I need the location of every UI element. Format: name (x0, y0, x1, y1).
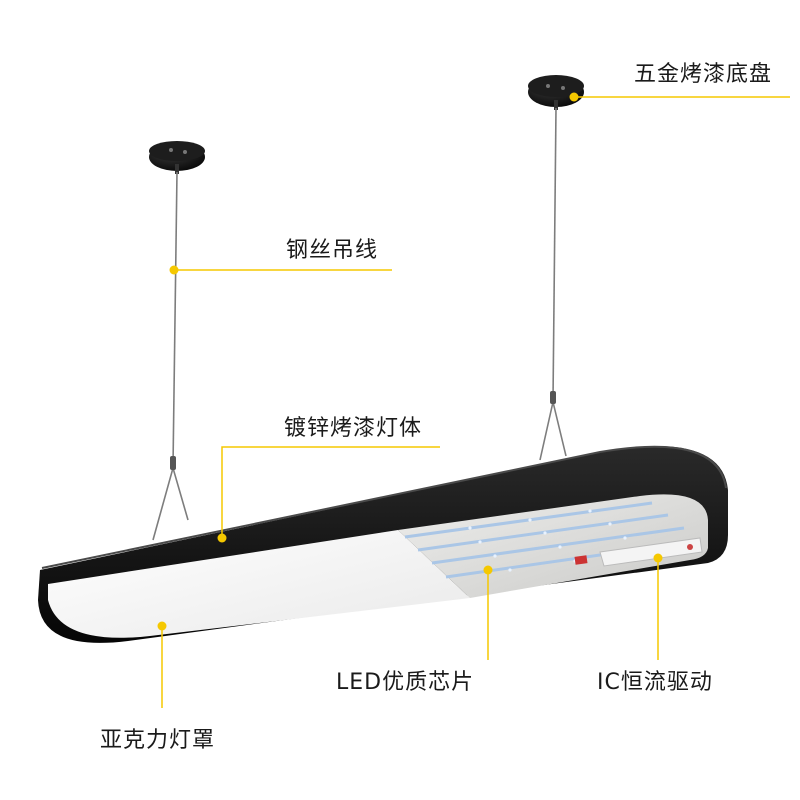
callout-label-body: 镀锌烤漆灯体 (284, 416, 423, 441)
callout-dots (157, 92, 663, 631)
ic-driver-module (574, 537, 703, 567)
callout-leaders (161, 96, 790, 708)
callout-label-wire: 钢丝吊线 (286, 238, 379, 263)
wire-grippers (170, 391, 556, 470)
acrylic-diffuser (48, 530, 470, 638)
ceiling-canopy-left (149, 141, 205, 174)
callout-label-led: LED优质芯片 (336, 670, 475, 695)
callout-label-driver: IC恒流驱动 (597, 670, 713, 695)
callout-label-cover: 亚克力灯罩 (100, 728, 216, 753)
ceiling-canopy-right (528, 75, 584, 110)
callout-label-base: 五金烤漆底盘 (634, 62, 773, 87)
